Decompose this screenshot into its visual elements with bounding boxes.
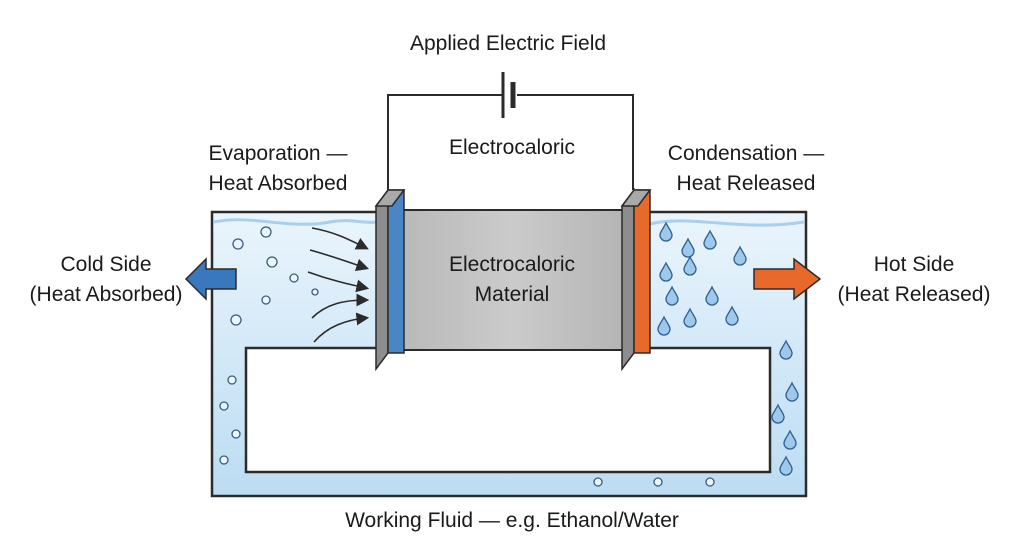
applied-electric-field-label: Applied Electric Field bbox=[409, 32, 607, 55]
left-electrode-top bbox=[374, 189, 406, 207]
left-electrode-cold-face bbox=[387, 189, 405, 354]
right-electrode-plate bbox=[621, 187, 635, 372]
cold-side-label: Cold Side (Heat Absorbed) bbox=[6, 250, 206, 310]
cold-side-label-line2: (Heat Absorbed) bbox=[29, 283, 183, 306]
droplet-icon bbox=[779, 455, 793, 476]
droplet-icon bbox=[783, 429, 797, 450]
cold-side-label-line1: Cold Side bbox=[60, 253, 152, 276]
material-label-line2: Material bbox=[474, 283, 550, 306]
heat-absorption-arrows bbox=[307, 227, 370, 343]
right-electrode-top bbox=[620, 189, 652, 207]
fluid-surface-wave bbox=[649, 219, 805, 227]
circuit-wire bbox=[387, 94, 634, 190]
condensation-label-line2: Heat Released bbox=[676, 172, 816, 195]
hot-side-label-line1: Hot Side bbox=[873, 253, 955, 276]
evaporation-label: Evaporation — Heat Absorbed bbox=[178, 139, 378, 199]
right-electrode-hot-face bbox=[633, 189, 651, 354]
condensation-label: Condensation — Heat Released bbox=[646, 139, 846, 199]
hot-side-arrow-icon bbox=[753, 257, 822, 301]
droplet-icon bbox=[665, 285, 679, 306]
droplet-icon bbox=[683, 307, 697, 328]
hot-side-label-line2: (Heat Released) bbox=[837, 283, 991, 306]
droplet-icon bbox=[681, 237, 695, 258]
droplet-icon bbox=[733, 245, 747, 266]
droplet-icon bbox=[779, 339, 793, 360]
droplet-icon bbox=[683, 255, 697, 276]
cold-side-arrow-icon bbox=[184, 257, 237, 301]
hot-side-label: Hot Side (Heat Released) bbox=[814, 250, 1014, 310]
material-label: Electrocaloric Material bbox=[412, 250, 612, 310]
vapor-bubbles bbox=[219, 226, 715, 487]
droplet-icon bbox=[659, 261, 673, 282]
droplet-icon bbox=[771, 403, 785, 424]
working-fluid-label: Working Fluid — e.g. Ethanol/Water bbox=[345, 509, 679, 532]
material-label-line1: Electrocaloric bbox=[448, 253, 576, 276]
fluid-surface-wave bbox=[213, 218, 377, 226]
droplet-icon bbox=[705, 285, 719, 306]
evaporation-label-line1: Evaporation — bbox=[208, 142, 348, 165]
condensation-label-line1: Condensation — bbox=[667, 142, 825, 165]
droplet-icon bbox=[725, 305, 739, 326]
droplet-icon bbox=[703, 229, 717, 250]
droplet-icon bbox=[659, 221, 673, 242]
droplet-icon bbox=[785, 381, 799, 402]
evaporation-label-line2: Heat Absorbed bbox=[208, 172, 348, 195]
condensation-droplets bbox=[657, 221, 799, 476]
droplet-icon bbox=[657, 315, 671, 336]
electrocaloric-material-block bbox=[397, 209, 627, 351]
left-electrode-plate bbox=[375, 187, 389, 372]
electrocaloric-circuit-label: Electrocaloric bbox=[448, 136, 576, 159]
